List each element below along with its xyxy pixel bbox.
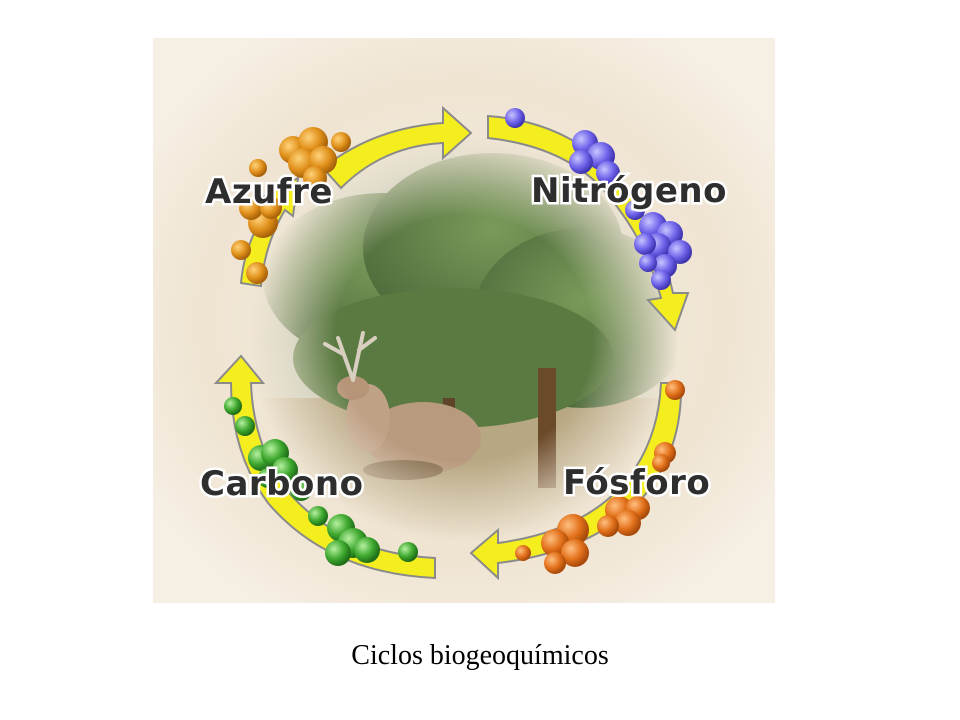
label-fosforo: Fósforo — [563, 463, 710, 503]
label-azufre: Azufre — [205, 172, 333, 212]
cycle-arrow-icon — [321, 105, 473, 190]
molecule-cluster-nitrogeno — [505, 108, 692, 290]
label-nitrogeno: Nitrógeno — [531, 171, 727, 211]
molecule-cluster-carbono — [224, 397, 418, 566]
biogeochemical-cycle-diagram: Azufre Nitrógeno Fósforo Carbono — [153, 38, 775, 603]
figure-caption: Ciclos biogeoquímicos — [351, 640, 609, 671]
label-carbono: Carbono — [200, 464, 363, 504]
molecule-cluster-azufre — [231, 127, 351, 284]
molecule-cluster-fosforo — [515, 380, 685, 574]
deer-photo-icon — [243, 138, 693, 558]
